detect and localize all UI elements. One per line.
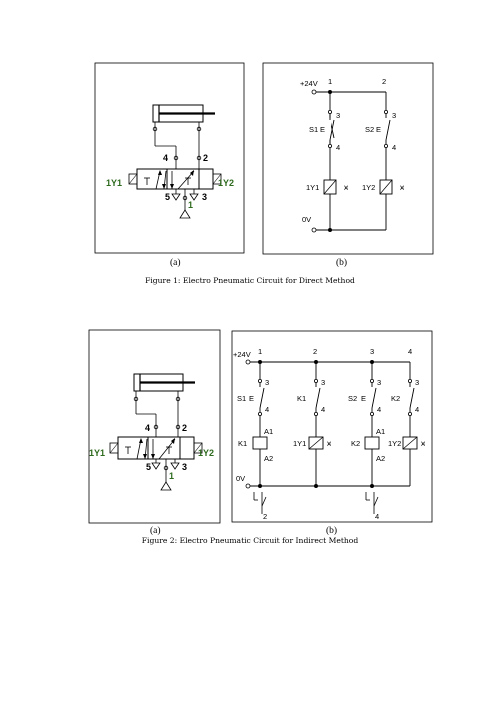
column-1-label: 1 xyxy=(328,77,332,86)
coil-1y1-elec-label-2: 1Y1 xyxy=(293,439,306,448)
figure1-sub-b: (b) xyxy=(336,257,347,268)
svg-text:3: 3 xyxy=(321,378,325,387)
svg-text:4: 4 xyxy=(415,405,419,414)
svg-text:A1: A1 xyxy=(264,427,273,436)
figure1-electrical-panel: +24V 1 2 S1 E 3 4 S2 E 3 4 1Y1 ⩙ xyxy=(262,62,434,255)
svg-text:4: 4 xyxy=(321,405,325,414)
figure2-electrical-panel: +24V 1 2 3 4 S1 E 3 4 K1 3 4 S2 xyxy=(231,330,433,523)
svg-text:4: 4 xyxy=(336,143,340,152)
port-2-label-2: 2 xyxy=(182,423,187,433)
svg-text:1: 1 xyxy=(258,347,262,356)
svg-text:2: 2 xyxy=(313,347,317,356)
coil-1y2-label: 1Y2 xyxy=(218,178,234,188)
k1-contact-label: K1 xyxy=(297,394,306,403)
contact-ref-4: 4 xyxy=(375,512,379,521)
svg-text:⩙: ⩙ xyxy=(421,439,426,448)
k2-contact-label: K2 xyxy=(391,394,400,403)
coil-1y1-elec-label: 1Y1 xyxy=(306,183,319,192)
figure1-caption: Figure 1: Electro Pneumatic Circuit for … xyxy=(145,276,355,285)
s2-label: S2 xyxy=(365,125,374,134)
port-4-label-2: 4 xyxy=(145,423,150,433)
figure2-pneumatic-panel: 4 2 1Y1 1Y2 5 3 1 xyxy=(88,329,221,524)
port-3-label: 3 xyxy=(202,192,207,202)
svg-text:3: 3 xyxy=(377,378,381,387)
svg-text:E: E xyxy=(376,125,381,134)
figure2-sub-a: (a) xyxy=(150,525,161,536)
svg-text:E: E xyxy=(361,394,366,403)
svg-text:E: E xyxy=(249,394,254,403)
svg-text:4: 4 xyxy=(392,143,396,152)
coil-1y1-label: 1Y1 xyxy=(106,178,122,188)
coil-k1-label: K1 xyxy=(238,439,247,448)
svg-text:4: 4 xyxy=(377,405,381,414)
supply-24v-label-2: +24V xyxy=(233,350,251,359)
s1-label: S1 xyxy=(309,125,318,134)
svg-text:⩙: ⩙ xyxy=(327,439,332,448)
s1-label-2: S1 xyxy=(237,394,246,403)
svg-text:A2: A2 xyxy=(376,454,385,463)
svg-text:A1: A1 xyxy=(376,427,385,436)
svg-text:A2: A2 xyxy=(264,454,273,463)
port-1-label: 1 xyxy=(188,200,193,210)
svg-text:⩙: ⩙ xyxy=(344,183,349,192)
supply-24v-label: +24V xyxy=(300,79,318,88)
column-2-label: 2 xyxy=(382,77,386,86)
svg-text:3: 3 xyxy=(265,378,269,387)
coil-1y2-elec-label-2: 1Y2 xyxy=(388,439,401,448)
port-3-label-2: 3 xyxy=(182,462,187,472)
svg-text:E: E xyxy=(320,125,325,134)
coil-k2-label: K2 xyxy=(351,439,360,448)
coil-1y2-elec-label: 1Y2 xyxy=(362,183,375,192)
figure2-caption: Figure 2: Electro Pneumatic Circuit for … xyxy=(141,536,359,545)
svg-text:4: 4 xyxy=(265,405,269,414)
port-4-label: 4 xyxy=(163,153,168,163)
svg-text:⩙: ⩙ xyxy=(400,183,405,192)
port-5-label-2: 5 xyxy=(146,462,151,472)
figure1-sub-a: (a) xyxy=(170,257,181,268)
svg-text:3: 3 xyxy=(336,111,340,120)
svg-text:3: 3 xyxy=(392,111,396,120)
figure2-sub-b: (b) xyxy=(326,525,337,536)
ground-0v-label: 0V xyxy=(302,215,311,224)
port-5-label: 5 xyxy=(165,192,170,202)
port-2-label: 2 xyxy=(203,153,208,163)
coil-1y1-label-2: 1Y1 xyxy=(89,448,105,458)
figure1-pneumatic-panel: 4 2 1Y1 1Y2 5 3 1 xyxy=(94,62,245,254)
ground-0v-label-2: 0V xyxy=(236,474,245,483)
svg-text:3: 3 xyxy=(370,347,374,356)
svg-text:4: 4 xyxy=(408,347,412,356)
svg-text:3: 3 xyxy=(415,378,419,387)
s2-label-2: S2 xyxy=(348,394,357,403)
port-1-label-2: 1 xyxy=(169,471,174,481)
coil-1y2-label-2: 1Y2 xyxy=(198,448,214,458)
contact-ref-2: 2 xyxy=(263,512,267,521)
